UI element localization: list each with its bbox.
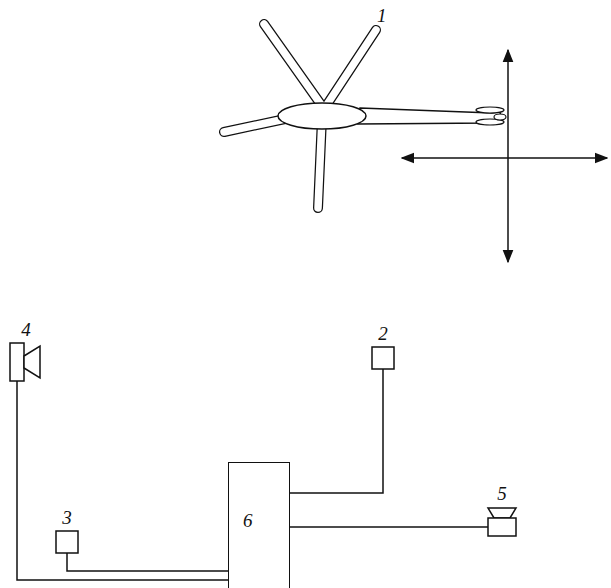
wire <box>17 381 228 580</box>
speaker-symbol <box>482 506 522 540</box>
wire <box>290 369 383 493</box>
motion-axes <box>402 50 607 262</box>
wire <box>290 526 488 528</box>
tail-rotor <box>476 107 506 125</box>
rotor-blades <box>224 24 376 208</box>
callout-number: 6 <box>243 511 253 531</box>
square-symbol <box>55 530 79 554</box>
sensor-node: 3 <box>53 508 81 554</box>
camera-symbol <box>6 342 46 384</box>
control-block: 6 <box>228 462 290 588</box>
callout-number: 4 <box>4 320 48 340</box>
camera-node: 4 <box>4 320 48 384</box>
speaker-node: 5 <box>480 484 524 540</box>
callout-number: 2 <box>369 324 397 344</box>
wire <box>67 553 228 571</box>
sensor-node: 2 <box>369 324 397 370</box>
fuselage <box>278 103 366 129</box>
callout-number: 3 <box>53 508 81 528</box>
callout-number: 1 <box>377 6 387 26</box>
square-symbol <box>371 346 395 370</box>
callout-number: 5 <box>480 484 524 504</box>
